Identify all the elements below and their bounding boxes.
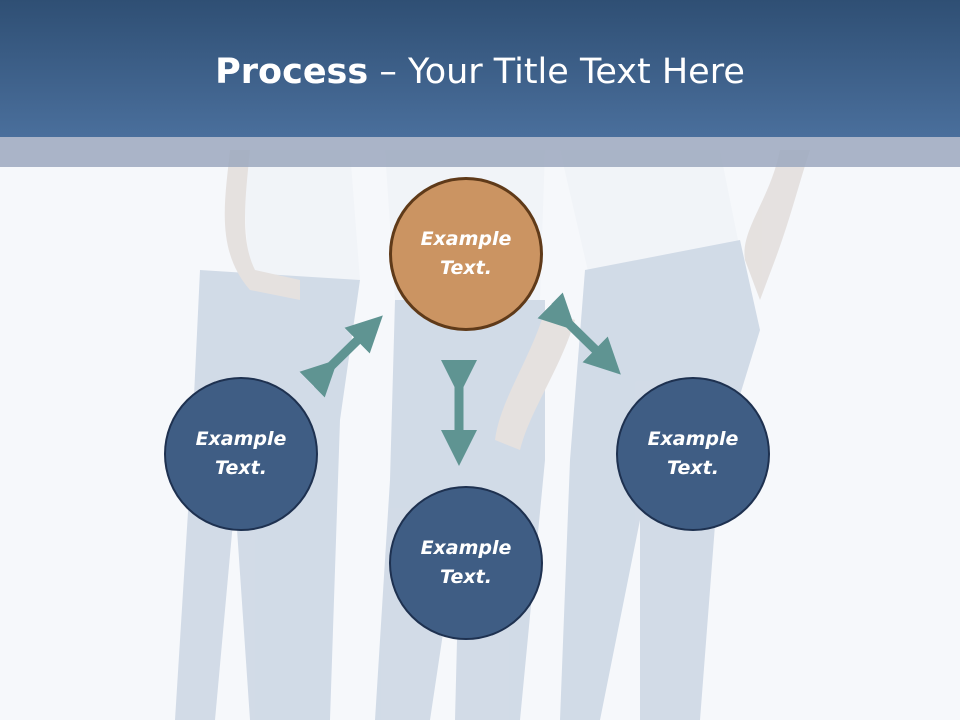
title-bar bbox=[0, 0, 960, 137]
double-arrow-icon bbox=[537, 292, 621, 375]
process-node-top: Example Text. bbox=[389, 177, 543, 331]
process-node-bottom: Example Text. bbox=[389, 486, 543, 640]
node-label-bottom: Example Text. bbox=[420, 537, 512, 588]
node-label-top: Example Text. bbox=[420, 228, 512, 279]
process-node-left: Example Text. bbox=[164, 377, 318, 531]
title-subband bbox=[0, 137, 960, 167]
process-node-right: Example Text. bbox=[616, 377, 770, 531]
double-arrow-icon bbox=[299, 315, 383, 398]
node-label-left: Example Text. bbox=[195, 428, 287, 479]
node-label-right: Example Text. bbox=[647, 428, 739, 479]
slide-title: Process – Your Title Text Here bbox=[0, 52, 960, 92]
title-rest: – Your Title Text Here bbox=[368, 52, 745, 92]
title-bold: Process bbox=[215, 52, 369, 92]
